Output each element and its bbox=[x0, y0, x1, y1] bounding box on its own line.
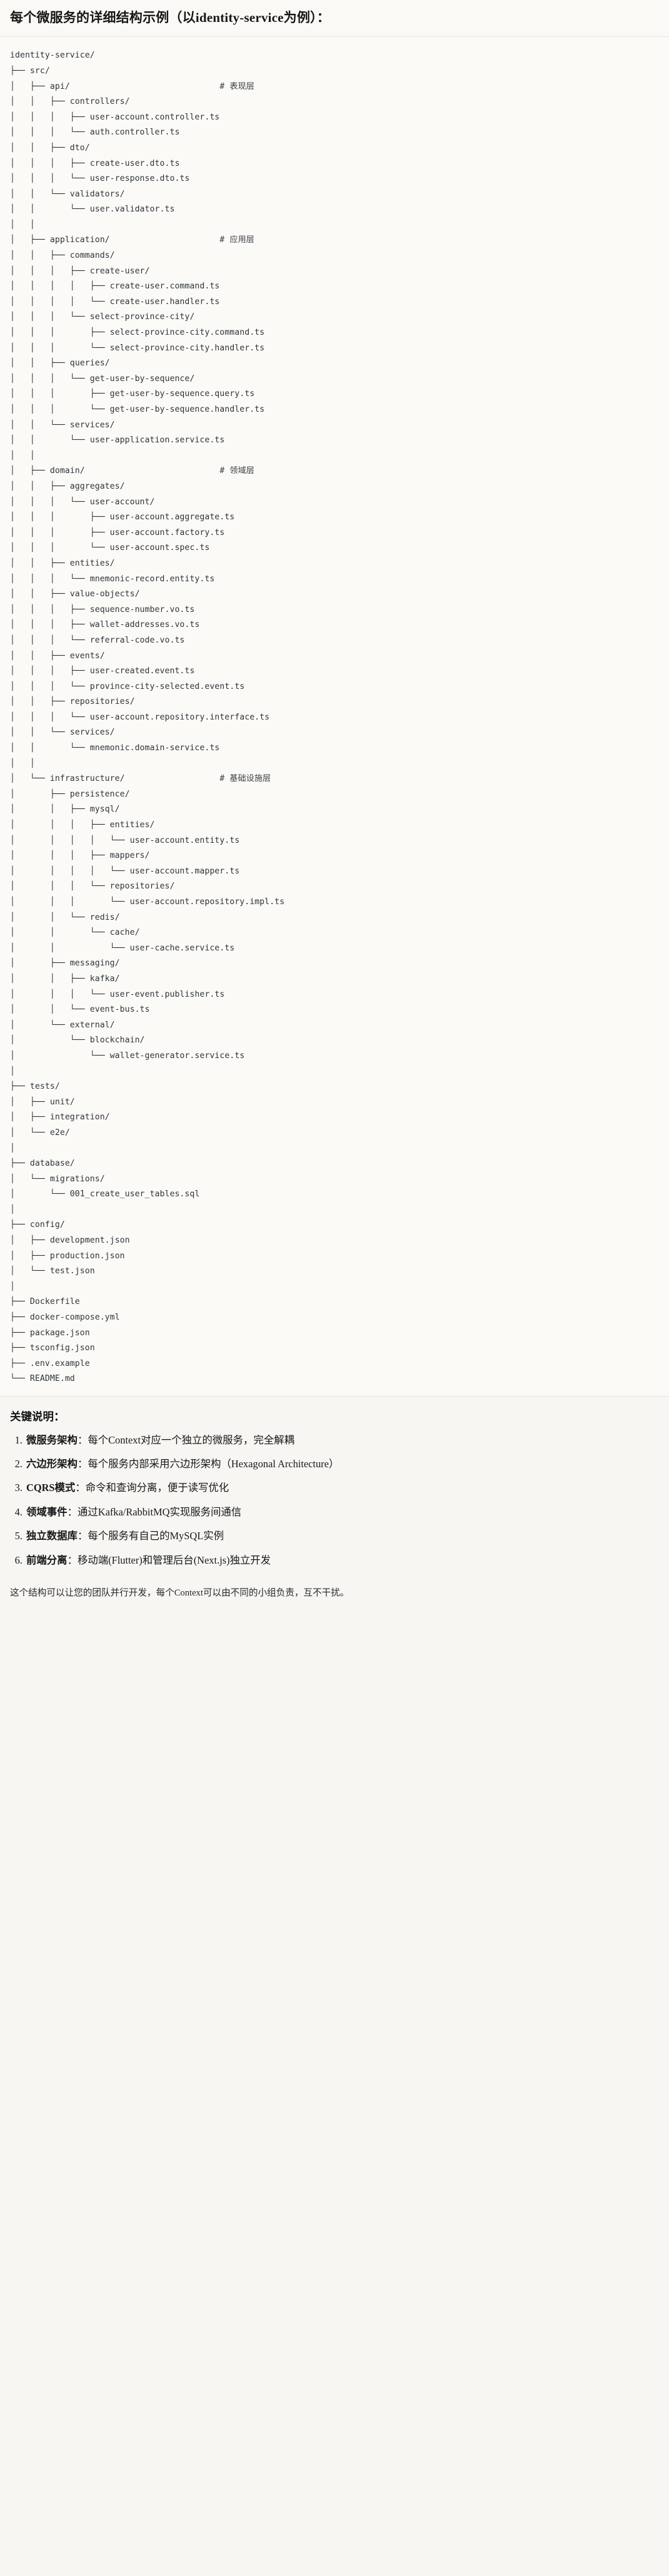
key-note-separator: ： bbox=[67, 1554, 78, 1566]
key-note-item: 六边形架构：每个服务内部采用六边形架构（Hexagonal Architectu… bbox=[25, 1456, 659, 1472]
key-note-label: 独立数据库 bbox=[26, 1530, 78, 1542]
key-note-item: 微服务架构：每个Context对应一个独立的微服务，完全解耦 bbox=[25, 1432, 659, 1448]
directory-tree-block: identity-service/ ├── src/ │ ├── api/ # … bbox=[0, 37, 669, 1397]
tree-layer-comment: # 基础设施层 bbox=[219, 774, 271, 784]
tree-layer-comment: # 应用层 bbox=[219, 235, 254, 245]
key-note-text: 命令和查询分离，便于读写优化 bbox=[85, 1482, 229, 1494]
closing-paragraph: 这个结构可以让您的团队并行开发，每个Context可以由不同的小组负责，互不干扰… bbox=[10, 1588, 350, 1599]
key-note-label: 前端分离 bbox=[26, 1554, 68, 1566]
key-note-separator: ： bbox=[67, 1505, 78, 1518]
key-note-text: 每个服务有自己的MySQL实例 bbox=[88, 1530, 224, 1542]
key-note-item: 领域事件：通过Kafka/RabbitMQ实现服务间通信 bbox=[25, 1504, 659, 1520]
tree-layer-comment: # 领域层 bbox=[219, 466, 254, 476]
key-note-item: CQRS模式：命令和查询分离，便于读写优化 bbox=[25, 1480, 659, 1495]
key-notes-list: 微服务架构：每个Context对应一个独立的微服务，完全解耦六边形架构：每个服务… bbox=[10, 1432, 659, 1569]
key-note-separator: ： bbox=[77, 1530, 88, 1542]
key-notes-title: 关键说明： bbox=[10, 1410, 65, 1423]
directory-tree-text: identity-service/ ├── src/ │ ├── api/ # … bbox=[10, 51, 285, 1384]
key-note-separator: ： bbox=[77, 1457, 88, 1470]
page-title: 每个微服务的详细结构示例（以identity-service为例）： bbox=[10, 10, 330, 25]
key-note-separator: ： bbox=[75, 1482, 86, 1494]
key-note-label: 领域事件 bbox=[26, 1505, 68, 1518]
key-notes-section: 关键说明： 微服务架构：每个Context对应一个独立的微服务，完全解耦六边形架… bbox=[0, 1397, 669, 1582]
tree-layer-comment: # 表现层 bbox=[219, 81, 254, 91]
key-note-text: 移动端(Flutter)和管理后台(Next.js)独立开发 bbox=[77, 1554, 271, 1566]
key-note-text: 通过Kafka/RabbitMQ实现服务间通信 bbox=[77, 1505, 242, 1518]
key-note-item: 独立数据库：每个服务有自己的MySQL实例 bbox=[25, 1528, 659, 1544]
document-page: 每个微服务的详细结构示例（以identity-service为例）： ident… bbox=[0, 0, 669, 1614]
directory-tree: identity-service/ ├── src/ │ ├── api/ # … bbox=[10, 48, 659, 1387]
closing-paragraph-block: 这个结构可以让您的团队并行开发，每个Context可以由不同的小组负责，互不干扰… bbox=[0, 1582, 669, 1614]
key-note-separator: ： bbox=[77, 1433, 88, 1446]
key-note-text: 每个Context对应一个独立的微服务，完全解耦 bbox=[88, 1433, 294, 1446]
heading-band: 每个微服务的详细结构示例（以identity-service为例）： bbox=[0, 0, 669, 38]
key-note-label: 微服务架构 bbox=[26, 1433, 78, 1446]
key-note-text: 每个服务内部采用六边形架构（Hexagonal Architecture） bbox=[88, 1457, 340, 1470]
key-note-item: 前端分离：移动端(Flutter)和管理后台(Next.js)独立开发 bbox=[25, 1552, 659, 1568]
key-note-label: CQRS模式 bbox=[26, 1482, 76, 1494]
key-note-label: 六边形架构 bbox=[26, 1457, 78, 1470]
